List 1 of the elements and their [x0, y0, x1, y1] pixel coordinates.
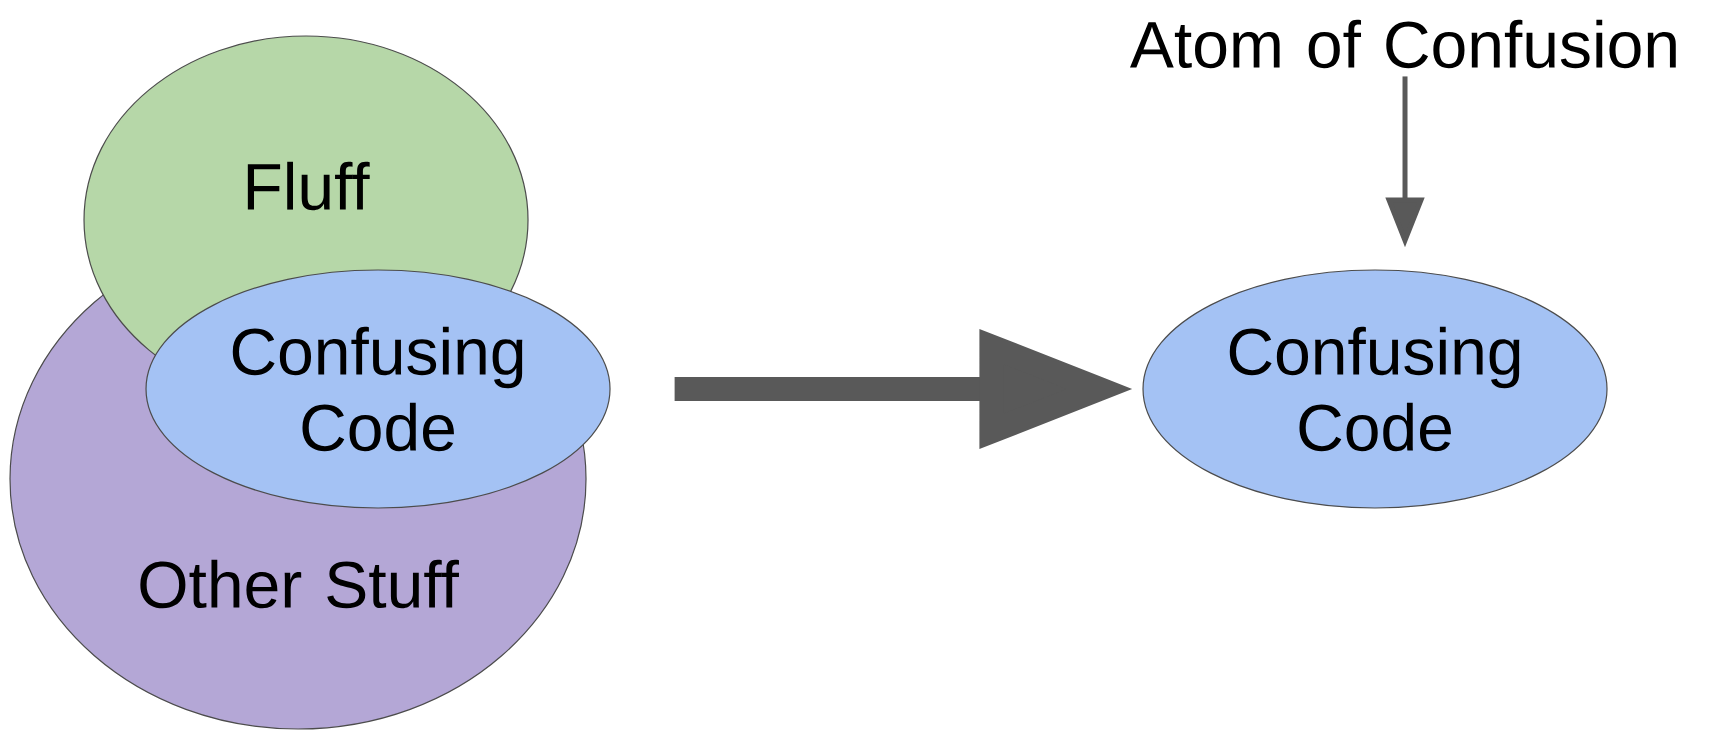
heading-text: Atom of Confusion: [1130, 19, 1676, 69]
